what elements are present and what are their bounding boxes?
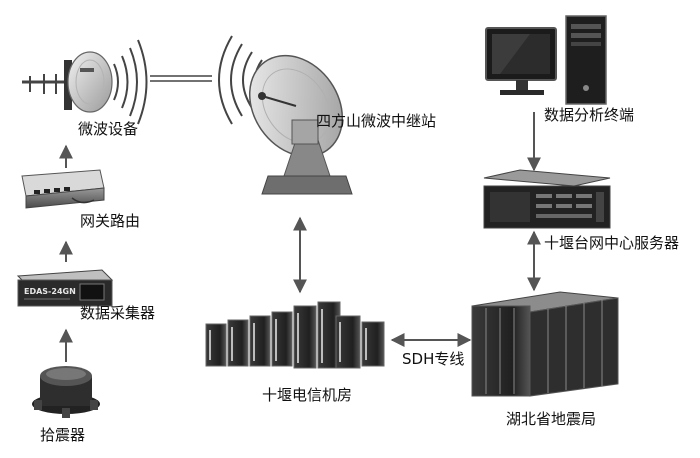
microwave-device [22, 39, 148, 125]
label-hubei-bureau: 湖北省地震局 [506, 410, 597, 428]
data-collector: EDAS-24GN [16, 269, 114, 307]
analysis-terminal [485, 15, 607, 105]
hubei-bureau-datacenter [471, 291, 619, 397]
telecom-rack-front-row [335, 315, 385, 369]
label-analysis-terminal: 数据分析终端 [544, 106, 635, 124]
collector-model-label: EDAS-24GN [24, 287, 76, 296]
relay-station-dish [218, 35, 353, 195]
connections [59, 75, 541, 362]
label-telecom-room: 十堰电信机房 [262, 386, 353, 404]
seismometer-device [32, 366, 100, 418]
telecom-room [205, 301, 385, 369]
label-seismic-server: 十堰台网中心服务器 [544, 234, 680, 252]
label-microwave-device: 微波设备 [78, 120, 139, 138]
telecom-rack-back-row [205, 301, 341, 369]
label-seismometer: 拾震器 [40, 426, 86, 444]
label-relay-station: 四方山微波中继站 [316, 112, 437, 130]
seismic-center-server [483, 169, 611, 229]
label-gateway-router: 网关路由 [80, 212, 141, 230]
gateway-router [21, 169, 105, 209]
bureau-rack-dividers [485, 300, 603, 394]
telecom-rack-highlights [209, 309, 367, 363]
label-sdh-line: SDH专线 [402, 350, 465, 368]
label-data-collector: 数据采集器 [80, 304, 156, 322]
